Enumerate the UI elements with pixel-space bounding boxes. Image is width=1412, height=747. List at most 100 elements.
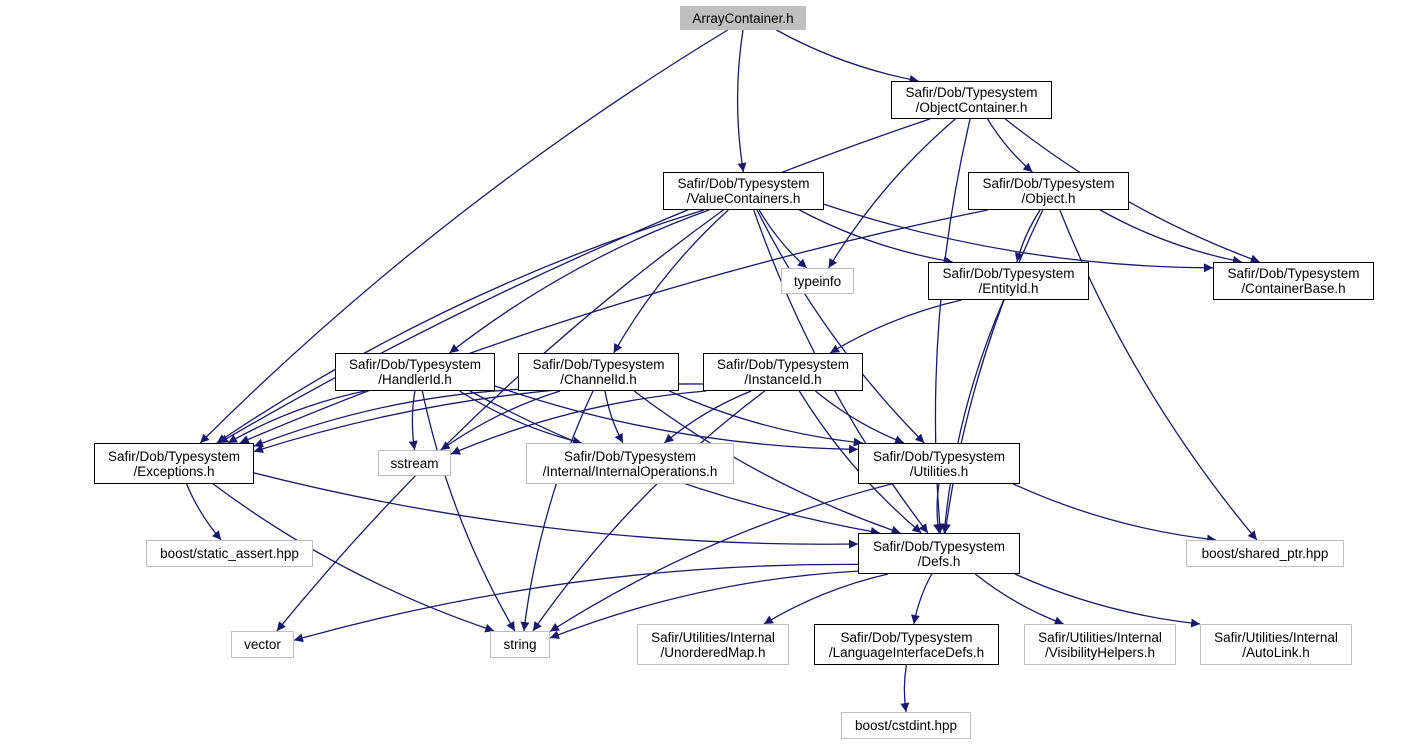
edge-defs-to-string — [549, 570, 859, 639]
node-label-line: Safir/Dob/Typesystem — [1227, 266, 1360, 281]
edge-instance-id-to-sstream — [450, 390, 707, 455]
node-label-line: /EntityId.h — [978, 281, 1039, 296]
edge-instance-id-to-utilities — [814, 390, 905, 444]
node-label-line: /UnorderedMap.h — [660, 644, 766, 660]
node-string[interactable]: string — [490, 631, 550, 658]
node-label-line: Safir/Dob/Typesystem — [840, 629, 973, 645]
edge-array-container-to-object-container — [776, 29, 919, 84]
edge-array-container-to-exceptions — [199, 29, 729, 444]
node-auto-link[interactable]: Safir/Utilities/Internal/AutoLink.h — [1200, 624, 1352, 665]
edge-defs-to-language-interface-defs — [911, 573, 933, 625]
node-array-container[interactable]: ArrayContainer.h — [680, 6, 806, 30]
edge-value-containers-to-typeinfo — [758, 209, 808, 269]
node-label-line: /Internal/InternalOperations.h — [542, 463, 718, 479]
edge-utilities-to-defs — [933, 483, 943, 534]
edge-entity-id-to-instance-id — [829, 299, 962, 354]
edge-instance-id-to-exceptions — [253, 383, 704, 454]
node-label-line: /Utilities.h — [909, 463, 969, 479]
edge-value-containers-to-channel-id — [613, 209, 729, 354]
node-label-line: Safir/Dob/Typesystem — [905, 85, 1038, 100]
node-label-line: string — [503, 637, 537, 652]
edge-defs-to-unordered-map — [763, 573, 889, 625]
node-label-line: Safir/Dob/Typesystem — [942, 266, 1075, 281]
node-label-line: Safir/Dob/Typesystem — [677, 176, 810, 191]
node-handler-id[interactable]: Safir/Dob/Typesystem/HandlerId.h — [335, 353, 495, 391]
node-label-line: Safir/Dob/Typesystem — [107, 448, 241, 464]
node-visibility-helpers[interactable]: Safir/Utilities/Internal/VisibilityHelpe… — [1024, 624, 1176, 665]
edge-defs-to-visibility-helpers — [974, 573, 1064, 626]
node-utilities[interactable]: Safir/Dob/Typesystem/Utilities.h — [858, 443, 1020, 484]
edge-value-containers-to-utilities — [756, 209, 925, 444]
edge-language-interface-defs-to-cstdint — [900, 664, 910, 713]
node-label-line: /Exceptions.h — [133, 463, 215, 479]
node-label-line: ArrayContainer.h — [692, 10, 794, 26]
node-label-line: /Object.h — [1021, 191, 1076, 206]
edge-object-to-entity-id — [1014, 209, 1041, 263]
edge-object-container-to-exceptions — [218, 118, 931, 444]
edge-entity-id-to-defs — [940, 299, 1005, 534]
node-value-containers[interactable]: Safir/Dob/Typesystem/ValueContainers.h — [663, 172, 824, 210]
node-label-line: Safir/Dob/Typesystem — [982, 176, 1115, 191]
node-label-line: /ContainerBase.h — [1241, 281, 1346, 296]
node-object[interactable]: Safir/Dob/Typesystem/Object.h — [968, 172, 1129, 210]
edge-object-to-container-base — [1099, 209, 1242, 265]
node-label-line: boost/shared_ptr.hpp — [1201, 546, 1329, 561]
node-typeinfo[interactable]: typeinfo — [781, 268, 854, 294]
edge-exceptions-to-defs — [253, 472, 859, 549]
node-static-assert[interactable]: boost/static_assert.hpp — [146, 540, 313, 567]
node-label-line: /VisibilityHelpers.h — [1044, 644, 1156, 660]
edge-handler-id-to-utilities — [494, 385, 859, 454]
node-instance-id[interactable]: Safir/Dob/Typesystem/InstanceId.h — [703, 353, 863, 391]
edge-instance-id-to-string — [532, 390, 766, 632]
node-label-line: Safir/Dob/Typesystem — [872, 448, 1006, 464]
node-label-line: /AutoLink.h — [1242, 644, 1310, 660]
node-label-line: Safir/Dob/Typesystem — [716, 357, 850, 372]
node-label-line: Safir/Utilities/Internal — [651, 629, 775, 645]
node-label-line: Safir/Dob/Typesystem — [563, 448, 697, 464]
node-label-line: vector — [244, 637, 281, 652]
edge-channel-id-to-internal-operations — [604, 390, 624, 444]
node-container-base[interactable]: Safir/Dob/Typesystem/ContainerBase.h — [1213, 262, 1374, 300]
edge-value-containers-to-container-base — [823, 203, 1214, 273]
node-cstdint[interactable]: boost/cstdint.hpp — [841, 712, 971, 739]
node-vector[interactable]: vector — [231, 631, 294, 658]
node-channel-id[interactable]: Safir/Dob/Typesystem/ChannelId.h — [518, 353, 679, 391]
node-sstream[interactable]: sstream — [378, 450, 451, 476]
edge-value-containers-to-handler-id — [449, 209, 710, 354]
node-shared-ptr[interactable]: boost/shared_ptr.hpp — [1186, 540, 1344, 567]
edge-channel-id-to-string — [520, 390, 594, 632]
edge-channel-id-to-defs — [633, 390, 901, 535]
node-label-line: typeinfo — [793, 273, 842, 289]
edge-exceptions-to-static-assert — [185, 483, 222, 541]
edge-value-containers-to-vector — [276, 209, 724, 632]
node-unordered-map[interactable]: Safir/Utilities/Internal/UnorderedMap.h — [637, 624, 789, 665]
edge-utilities-to-string — [549, 483, 892, 633]
edge-object-to-defs — [941, 209, 1044, 534]
edge-defs-to-auto-link — [1014, 573, 1201, 628]
edge-handler-id-to-sstream — [408, 390, 418, 451]
edge-object-to-shared-ptr — [1059, 209, 1258, 541]
node-object-container[interactable]: Safir/Dob/Typesystem/ObjectContainer.h — [891, 81, 1052, 119]
edge-handler-id-to-exceptions — [227, 390, 366, 444]
node-label-line: /ObjectContainer.h — [915, 100, 1028, 115]
node-defs[interactable]: Safir/Dob/Typesystem/Defs.h — [858, 533, 1020, 574]
edge-instance-id-to-internal-operations — [663, 390, 752, 444]
node-label-line: Safir/Dob/Typesystem — [532, 357, 665, 372]
node-internal-operations[interactable]: Safir/Dob/Typesystem/Internal/InternalOp… — [526, 443, 734, 484]
edge-array-container-to-value-containers — [736, 29, 747, 173]
edge-exceptions-to-string — [212, 483, 495, 633]
edge-object-container-to-object — [987, 118, 1033, 173]
node-label-line: boost/cstdint.hpp — [854, 718, 958, 733]
node-label-line: /Defs.h — [917, 553, 961, 569]
node-label-line: /InstanceId.h — [744, 372, 822, 387]
edge-channel-id-to-sstream — [440, 390, 561, 451]
node-language-interface-defs[interactable]: Safir/Dob/Typesystem/LanguageInterfaceDe… — [814, 624, 999, 665]
node-entity-id[interactable]: Safir/Dob/Typesystem/EntityId.h — [928, 262, 1089, 300]
edge-channel-id-to-utilities — [668, 390, 863, 447]
node-label-line: Safir/Utilities/Internal — [1214, 629, 1338, 645]
node-exceptions[interactable]: Safir/Dob/Typesystem/Exceptions.h — [94, 443, 254, 484]
edge-value-containers-to-exceptions — [216, 209, 704, 444]
edge-channel-id-to-exceptions — [253, 388, 519, 448]
